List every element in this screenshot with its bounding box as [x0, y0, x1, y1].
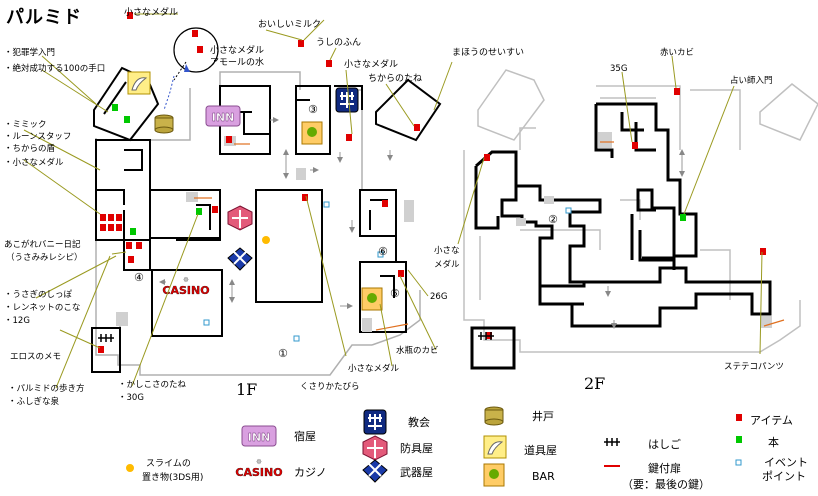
inn-icon: INN: [205, 105, 241, 127]
map-2f-outline: [463, 69, 818, 353]
label-small-medal-mid: 小さなメダル: [344, 60, 399, 70]
label-fushigi-izumi: ・ふしぎな泉: [8, 397, 60, 407]
legend-church: 教会: [408, 416, 430, 429]
legend-slime-1: スライムの: [146, 459, 191, 469]
label-kashikosa-tane: ・かしこさのたね: [118, 380, 187, 390]
svg-text:CASINO: CASINO: [162, 284, 209, 297]
well-icon: [154, 114, 174, 134]
legend-book: 本: [768, 436, 779, 449]
ladder-icon: [98, 334, 114, 342]
marker-5: ⑤: [390, 287, 400, 300]
label-rennet-kona: ・レンネットのこな: [4, 303, 81, 313]
map-1f: [91, 66, 442, 376]
label-35g: 35G: [610, 64, 628, 74]
label-chikara-no-tate: ・ちからの盾: [4, 144, 56, 154]
label-small-medal-bottom: 小さなメダル: [348, 364, 400, 374]
legend-well: 井戸: [532, 410, 554, 423]
legend-ladder: はしご: [648, 438, 681, 451]
label-mahou-seisui: まほうのせいすい: [452, 48, 525, 58]
legend-slime-2: 置き物(3DS用): [142, 473, 204, 483]
map-title: パルミド: [6, 7, 82, 28]
legend-inn: 宿屋: [294, 430, 316, 443]
marker-1: ①: [278, 347, 288, 360]
label-hanzai-gaku: ・犯罪学入門: [4, 48, 56, 58]
tool-shop-icon: [127, 71, 151, 95]
legend-locked-door: 鍵付扉: [648, 462, 681, 475]
label-suteteko: ステテコパンツ: [724, 362, 784, 372]
label-small-medal-right-1: 小さな: [434, 246, 460, 256]
map-2f-walls: [470, 102, 772, 370]
label-mimic: ・ミミック: [4, 120, 47, 130]
bar-icon-right: [361, 287, 383, 311]
marker-4: ④: [134, 271, 144, 284]
church-icon: [335, 87, 359, 113]
label-small-medal-right-2: メダル: [434, 260, 460, 270]
label-palmido-arukikata: ・パルミドの歩き方: [8, 384, 85, 394]
label-chikara-no-tane: ちからのたね: [368, 74, 423, 84]
label-26g: 26G: [430, 292, 448, 302]
legend-armor: 防具屋: [400, 442, 433, 455]
label-amor-water: アモールの水: [210, 58, 265, 68]
legend-item: アイテム: [750, 414, 793, 427]
label-akai-kabi: 赤いカビ: [660, 48, 695, 58]
legend-tool: 道具屋: [524, 444, 557, 457]
svg-text:☸: ☸: [183, 276, 189, 284]
label-small-medal-circle: 小さなメダル: [210, 46, 265, 56]
label-small-medal-top: 小さなメダル: [124, 8, 179, 18]
label-rune-staff: ・ルーンスタッフ: [4, 132, 72, 142]
legend-casino: カジノ: [294, 466, 327, 479]
weapon-shop-icon: [227, 247, 253, 271]
marker-2: ②: [548, 213, 558, 226]
label-12g: ・12G: [4, 316, 30, 326]
floor-label-1f: 1F: [236, 380, 258, 399]
legend-bar: BAR: [532, 470, 555, 483]
label-zettai-seikou: ・絶対成功する100の手口: [4, 64, 106, 74]
legend-locked-door-note: （要：最後の鍵）: [622, 478, 710, 491]
inset-circle: [173, 27, 219, 73]
legend-event-2: ポイント: [762, 470, 806, 483]
label-oishii-milk: おいしいミルク: [258, 20, 322, 30]
svg-text:☸: ☸: [256, 458, 262, 466]
label-ushi-no-fun: うしのふん: [316, 38, 362, 48]
label-uranai: 占い師入門: [730, 76, 773, 86]
armor-shop-icon: [227, 205, 253, 231]
label-30g: ・30G: [118, 393, 144, 403]
label-usamimi-recipe: （うさみみレシピ）: [6, 253, 83, 263]
label-small-medal-left: ・小さなメダル: [4, 158, 64, 168]
label-kusari-katabira: くさりかたびら: [300, 382, 360, 392]
marker-6: ⑥: [378, 245, 388, 258]
event-markers-1f: [203, 135, 384, 342]
floor-label-2f: 2F: [584, 374, 606, 393]
label-akogare-bunny: あこがれバニー日記: [4, 240, 81, 250]
casino-icon: ☸ CASINO: [162, 276, 209, 297]
legend-event-1: イベント: [764, 456, 808, 469]
slime-statue-icon: [262, 236, 270, 244]
svg-text:CASINO: CASINO: [235, 466, 282, 479]
book-markers-1f: [112, 104, 202, 235]
item-markers-1f: [98, 12, 420, 353]
bar-icon: [301, 121, 323, 145]
label-mizugame-kabi: 水瓶のカビ: [396, 346, 439, 356]
svg-text:INN: INN: [248, 431, 271, 444]
label-eros-memo: エロスのメモ: [10, 352, 62, 362]
marker-3: ③: [308, 103, 318, 116]
label-usagi-shippo: ・うさぎのしっぽ: [4, 290, 73, 300]
legend-icons: INN ☸ CASINO: [126, 406, 742, 487]
svg-text:INN: INN: [212, 111, 235, 124]
legend-weapon: 武器屋: [400, 466, 433, 479]
